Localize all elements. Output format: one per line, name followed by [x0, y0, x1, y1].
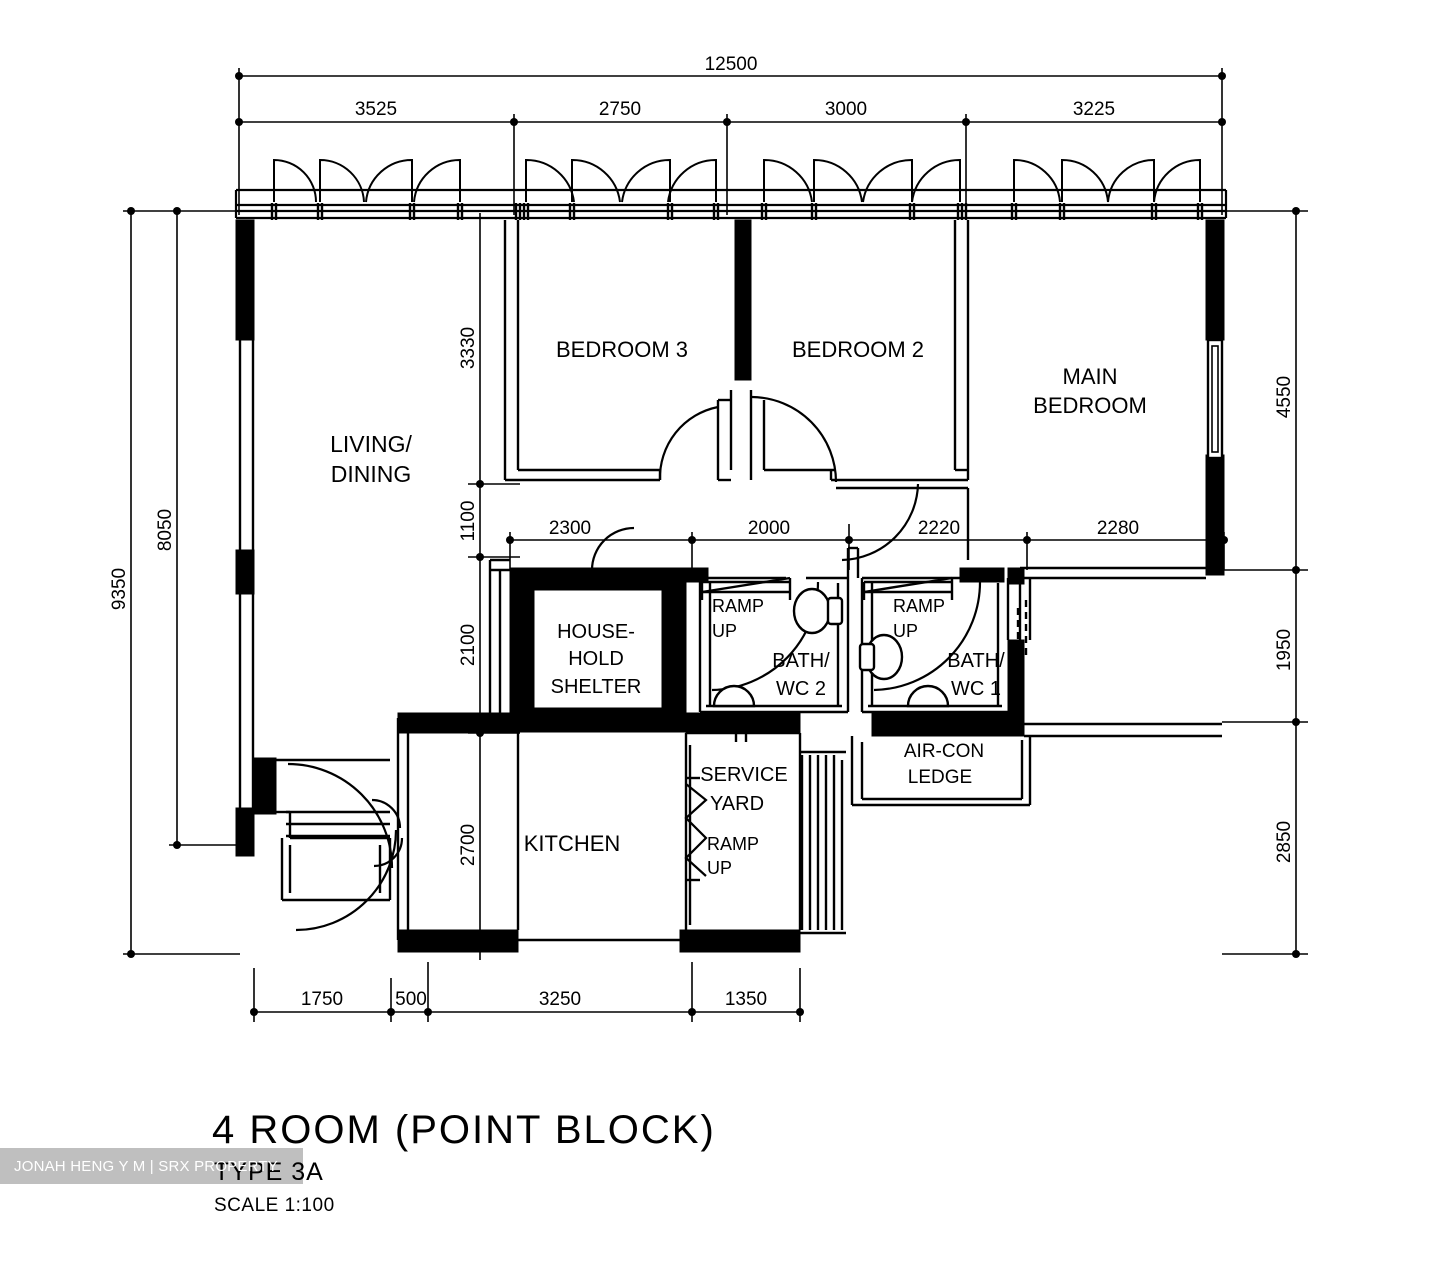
room-label-service-yard-line2: YARD — [710, 793, 764, 815]
room-label-shelter-line1: HOUSE- — [557, 621, 635, 643]
dim-right-1: 1950 — [1274, 629, 1295, 671]
wall-kitchen-top-right — [685, 712, 801, 734]
dim-mid-3: 2280 — [1097, 518, 1139, 539]
right-dimension-ticks — [1292, 207, 1300, 958]
wall-shelter-left — [509, 567, 535, 731]
dim-top-seg-2: 3000 — [825, 99, 867, 120]
toilet-cistern-wc2 — [826, 596, 844, 626]
room-label-living-dining-line1: LIVING/ — [330, 431, 412, 457]
door-entrance-lower — [295, 829, 398, 932]
wall-right-upper — [1205, 219, 1225, 341]
door-entry-small-upper — [371, 798, 402, 829]
wall-shelter-bottom — [509, 707, 687, 733]
dim-right-0: 4550 — [1274, 376, 1295, 418]
page-title: 4 ROOM (POINT BLOCK) — [212, 1108, 716, 1152]
wall-left-lower — [235, 807, 255, 857]
wall-shelter-right — [661, 567, 687, 731]
top-window-band — [234, 188, 1228, 220]
room-label-bedroom-3: BEDROOM 3 — [556, 337, 688, 362]
room-label-bath-wc-1-line1: BATH/ — [947, 650, 1005, 672]
wall-entry-left — [253, 757, 277, 815]
interior-wall-lines — [238, 220, 1222, 942]
annotation-ramp-bath1-line2: UP — [893, 621, 918, 641]
annotation-ramp-bath2-line1: RAMP — [712, 596, 764, 616]
dim-bottom-1: 500 — [395, 989, 427, 1010]
plan-scale-label: SCALE 1:100 — [214, 1195, 335, 1216]
structural-walls — [235, 219, 1225, 953]
annotation-ramp-yard-line1: RAMP — [707, 834, 759, 854]
dim-bottom-0: 1750 — [301, 989, 343, 1010]
dim-top-seg-1: 2750 — [599, 99, 641, 120]
room-label-bath-wc-2-line1: BATH/ — [772, 650, 830, 672]
door-bedroom2 — [751, 395, 838, 483]
wall-kitchen-bottom-right — [679, 929, 801, 953]
dim-interior-vert-3: 2700 — [458, 824, 479, 866]
toilet-bowl-wc2 — [792, 587, 832, 635]
dim-top-seg-0: 3525 — [355, 99, 397, 120]
door-leaf-lines — [684, 338, 1224, 882]
room-label-bath-wc-1-line2: WC 1 — [951, 678, 1001, 700]
room-label-service-yard-line1: SERVICE — [700, 764, 787, 786]
watermark-banner: JONAH HENG Y M | SRX PROPERTY — [0, 1148, 303, 1184]
wall-bath1-bottom — [871, 711, 1025, 737]
room-label-bedroom-2: BEDROOM 2 — [792, 337, 924, 362]
basin-wc1 — [906, 684, 950, 708]
dim-mid-0: 2300 — [549, 518, 591, 539]
window-swing-arcs — [273, 158, 1201, 203]
annotation-ramp-bath1-line1: RAMP — [893, 596, 945, 616]
dim-left-inner: 8050 — [155, 509, 176, 551]
room-label-aircon-line2: LEDGE — [908, 767, 972, 788]
wall-corner-stub — [1007, 567, 1025, 585]
wall-left-upper — [235, 219, 255, 341]
annotation-ramp-yard-line2: UP — [707, 858, 732, 878]
door-kitchen-corridor — [590, 526, 635, 571]
basin-wc2 — [712, 684, 756, 708]
room-label-main-bedroom-line2: BEDROOM — [1033, 393, 1147, 418]
plan-type-label: TYPE 3A — [214, 1158, 324, 1186]
dim-top-seg-3: 3225 — [1073, 99, 1115, 120]
dim-mid-2: 2220 — [918, 518, 960, 539]
wall-bath1-top-stub — [959, 567, 1005, 583]
wall-left-mid — [235, 549, 255, 595]
door-entrance-main — [287, 762, 394, 869]
room-label-shelter-line2: HOLD — [568, 648, 624, 670]
room-label-aircon-line1: AIR-CON — [904, 741, 984, 762]
dim-bottom-3: 1350 — [725, 989, 767, 1010]
dim-right-2: 2850 — [1274, 821, 1295, 863]
wall-kitchen-bottom-left — [397, 929, 519, 953]
right-dimension-group — [1222, 210, 1308, 955]
left-dimension-ticks — [127, 207, 181, 958]
top-dimension-group — [238, 68, 1223, 215]
door-entry-small-lower — [373, 837, 404, 868]
room-label-living-dining-line2: DINING — [331, 461, 412, 487]
dim-interior-vert-2: 2100 — [458, 624, 479, 666]
dim-left-overall: 9350 — [109, 568, 130, 610]
bottom-dimension-ticks — [250, 1008, 804, 1016]
door-bath1 — [873, 581, 982, 692]
window-mullions — [270, 203, 1204, 220]
toilet-cistern-wc1 — [858, 642, 876, 672]
dim-mid-1: 2000 — [748, 518, 790, 539]
room-label-bath-wc-2-line2: WC 2 — [776, 678, 826, 700]
room-label-shelter-line3: SHELTER — [551, 676, 642, 698]
wall-right-lower — [1205, 454, 1225, 576]
dim-interior-vert-0: 3330 — [458, 327, 479, 369]
left-dimension-group — [123, 210, 240, 955]
top-dimension-ticks — [235, 72, 1226, 126]
dim-bottom-2: 3250 — [539, 989, 581, 1010]
wall-bath1-right — [1007, 639, 1025, 723]
wall-bath2-top-stub — [685, 567, 709, 583]
dim-interior-vert-1: 1100 — [458, 501, 479, 542]
wall-bedroom-divider — [734, 219, 752, 381]
annotation-ramp-bath2-line2: UP — [712, 621, 737, 641]
wall-shelter-top — [509, 567, 687, 591]
door-bedroom3 — [658, 405, 719, 481]
room-label-main-bedroom-line1: MAIN — [1063, 364, 1118, 389]
door-main-bedroom — [841, 483, 920, 562]
room-label-kitchen: KITCHEN — [524, 831, 621, 856]
dim-top-overall: 12500 — [705, 54, 758, 75]
watermark-text: JONAH HENG Y M | SRX PROPERTY — [14, 1157, 278, 1175]
sanitary-fixtures — [712, 587, 950, 708]
